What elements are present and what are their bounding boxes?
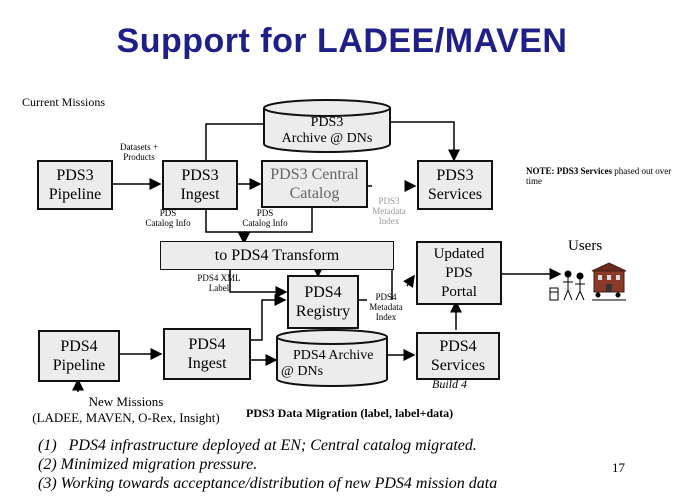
users-icon — [549, 262, 627, 301]
pds-catalog-info-right: PDS Catalog Info — [235, 208, 295, 228]
portal-line2: PDS — [445, 264, 473, 281]
datasets-line1: Datasets + — [120, 142, 158, 152]
pds3-central-catalog-line2: Catalog — [289, 185, 340, 202]
pds4-metadata-line1: PDS4 — [375, 292, 397, 302]
pds3-pipeline-line2: Pipeline — [48, 186, 102, 203]
pds4-ingest-line2: Ingest — [187, 355, 227, 372]
pds3-metadata-line3: Index — [378, 216, 400, 226]
pds-catalog-info-left: PDS Catalog Info — [138, 208, 198, 228]
pds3-ingest-line2: Ingest — [180, 186, 220, 203]
pds3-archive-line2: Archive @ DNs — [281, 131, 373, 146]
users-label: Users — [568, 238, 603, 254]
note-bold: NOTE: PDS3 Services — [526, 166, 612, 176]
catalog-info-right-line2: Catalog Info — [242, 218, 288, 228]
pds4-xml-label: PDS4 XML Label — [192, 273, 246, 293]
pds4-registry-line1: PDS4 — [304, 284, 342, 301]
pds3-archive-line1: PDS3 — [310, 115, 344, 130]
pds4-registry-box: PDS4 Registry — [287, 275, 359, 329]
pds3-metadata-line1: PDS3 — [378, 196, 400, 206]
portal-line3: Portal — [441, 283, 477, 300]
pds3-services-line1: PDS3 — [436, 167, 474, 184]
page-title: Support for LADEE/MAVEN — [116, 22, 568, 60]
pds3-pipeline-box: PDS3 Pipeline — [37, 160, 113, 210]
note-item-3: (3) Working towards acceptance/distribut… — [38, 475, 498, 492]
pds3-data-migration-label: PDS3 Data Migration (label, label+data) — [246, 406, 454, 420]
pds3-ingest-box: PDS3 Ingest — [162, 160, 238, 210]
pds4-services-box: PDS4 Services — [416, 332, 500, 380]
to-pds4-transform-box: to PDS4 Transform — [160, 241, 394, 270]
pds4-registry-line2: Registry — [295, 303, 351, 320]
current-missions-label: Current Missions — [22, 95, 106, 109]
note-item-2: (2) Minimized migration pressure. — [38, 456, 258, 473]
pds4-archive-line1: PDS4 Archive — [293, 348, 374, 363]
pds4-services-line1: PDS4 — [439, 338, 477, 355]
pds4-metadata-line2: Metadata — [369, 302, 403, 312]
to-pds4-transform-label: to PDS4 Transform — [214, 247, 340, 264]
pds3-services-box: PDS3 Services — [417, 160, 493, 210]
pds3-ingest-line1: PDS3 — [181, 167, 219, 184]
pds4-ingest-line1: PDS4 — [188, 336, 226, 353]
pds3-archive-cylinder: PDS3 Archive @ DNs — [262, 98, 392, 154]
new-missions-line2: (LADEE, MAVEN, O-Rex, Insight) — [32, 410, 220, 425]
pds4-xml-line1: PDS4 XML — [197, 273, 241, 283]
pds3-central-catalog-line1: PDS3 Central — [270, 166, 359, 183]
pds4-ingest-box: PDS4 Ingest — [163, 328, 251, 380]
catalog-info-left-line1: PDS — [159, 208, 177, 218]
datasets-products-label: Datasets + Products — [115, 142, 163, 162]
users-illustration — [548, 262, 628, 304]
pds4-pipeline-box: PDS4 Pipeline — [38, 330, 120, 382]
pds4-metadata-index-label: PDS4 Metadata Index — [366, 292, 406, 322]
pds4-metadata-line3: Index — [375, 312, 397, 322]
portal-line1: Updated — [433, 245, 485, 262]
pds4-archive-cylinder: PDS4 Archive @ DNs — [275, 328, 389, 388]
new-missions-line1: New Missions — [88, 394, 164, 409]
updated-pds-portal-box: Updated PDS Portal — [416, 241, 502, 305]
notes-list: (1) PDS4 infrastructure deployed at EN; … — [38, 436, 618, 493]
cylinder-icon — [276, 329, 388, 387]
pds4-archive-line2: @ DNs — [281, 364, 324, 379]
pds3-metadata-index-label: PDS3 Metadata Index — [369, 196, 409, 226]
build-4-label: Build 4 — [432, 377, 467, 391]
note-rest: phased out over time — [526, 166, 672, 186]
pds4-pipeline-line2: Pipeline — [52, 357, 106, 374]
pds4-xml-line2: Label — [208, 283, 230, 293]
pds4-services-line2: Services — [430, 357, 486, 374]
pds3-pipeline-line1: PDS3 — [56, 167, 94, 184]
pds3-services-line2: Services — [427, 186, 483, 203]
catalog-info-left-line2: Catalog Info — [145, 218, 191, 228]
pds3-central-catalog-box: PDS3 Central Catalog — [261, 160, 368, 208]
cylinder-icon — [263, 99, 391, 153]
pds3-metadata-line2: Metadata — [372, 206, 406, 216]
page-number: 17 — [612, 460, 625, 475]
pds4-pipeline-line1: PDS4 — [60, 338, 98, 355]
catalog-info-right-line1: PDS — [256, 208, 274, 218]
note-text: NOTE: PDS3 Services phased out over time — [526, 166, 674, 186]
note-item-1: (1) PDS4 infrastructure deployed at EN; … — [38, 437, 477, 454]
new-missions-label: New Missions (LADEE, MAVEN, O-Rex, Insig… — [6, 394, 246, 426]
datasets-line2: Products — [123, 152, 155, 162]
